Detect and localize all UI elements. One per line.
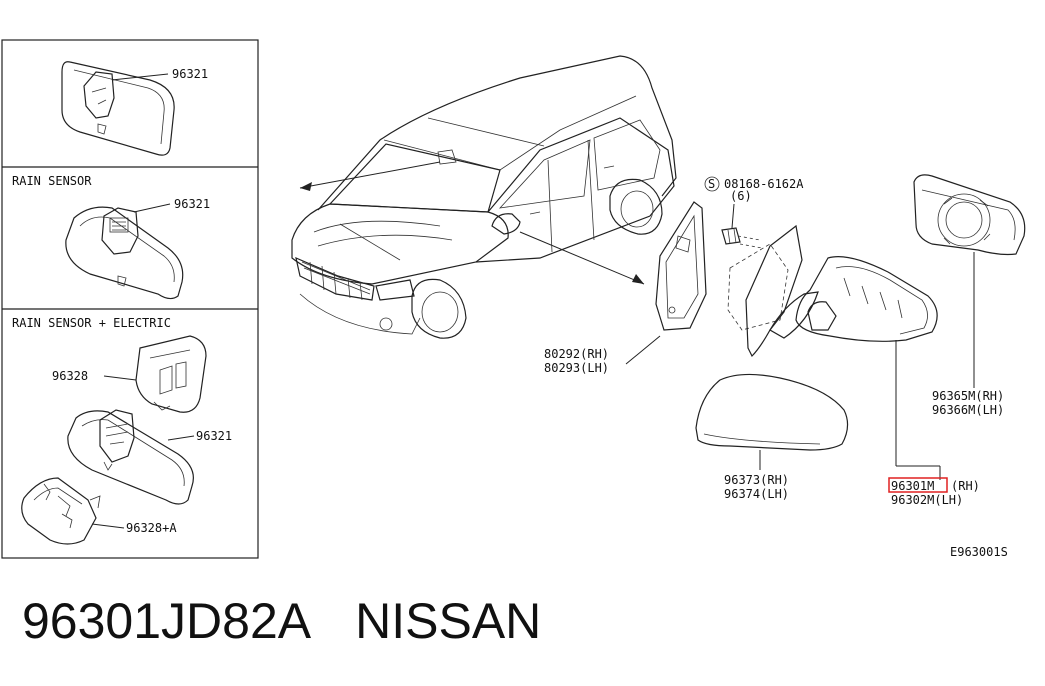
panel-rain-sensor-mirror: RAIN SENSOR 96321	[12, 174, 210, 300]
label-96301: 96301M	[891, 479, 934, 493]
panel3-part-label-96321: 96321	[196, 429, 232, 443]
vehicle-illustration	[291, 55, 677, 339]
screw-symbol: S	[708, 177, 715, 191]
diagram-code: E963001S	[950, 545, 1008, 559]
panel3-title: RAIN SENSOR + ELECTRIC	[12, 316, 171, 330]
brand: NISSAN	[355, 593, 542, 649]
inset-panels: 96321 RAIN SENSOR 96321 RAIN SENSOR + EL…	[1, 39, 259, 559]
panel-rain-sensor-electric: RAIN SENSOR + ELECTRIC 96328 96321 96328…	[12, 316, 232, 545]
label-80292: 80292(RH)	[544, 347, 609, 361]
label-96365: 96365M(RH)	[932, 389, 1004, 403]
panel-standard-mirror: 96321	[61, 61, 208, 156]
screw-code: 08168-6162A	[724, 177, 804, 191]
label-96374: 96374(LH)	[724, 487, 789, 501]
panel2-part-label: 96321	[174, 197, 210, 211]
screw: S 08168-6162A (6)	[704, 176, 804, 249]
label-96373: 96373(RH)	[724, 473, 789, 487]
panel3-part-label-96328a: 96328+A	[126, 521, 177, 535]
label-96301-side: (RH)	[951, 479, 980, 493]
label-80293: 80293(LH)	[544, 361, 609, 375]
door-mirror-exploded-view: 80292(RH) 80293(LH) S 08168-6162A (6) 96	[544, 174, 1026, 507]
screw-qty: (6)	[730, 189, 752, 203]
inset-frame	[1, 39, 259, 559]
panel3-part-label-96328: 96328	[52, 369, 88, 383]
label-96302: 96302M(LH)	[891, 493, 963, 507]
part-number: 96301JD82A	[22, 593, 312, 649]
highlight-box	[888, 477, 948, 493]
footer-title: 96301JD82A NISSAN	[22, 592, 585, 650]
panel1-part-label: 96321	[172, 67, 208, 81]
panel2-title: RAIN SENSOR	[12, 174, 92, 188]
label-96366: 96366M(LH)	[932, 403, 1004, 417]
